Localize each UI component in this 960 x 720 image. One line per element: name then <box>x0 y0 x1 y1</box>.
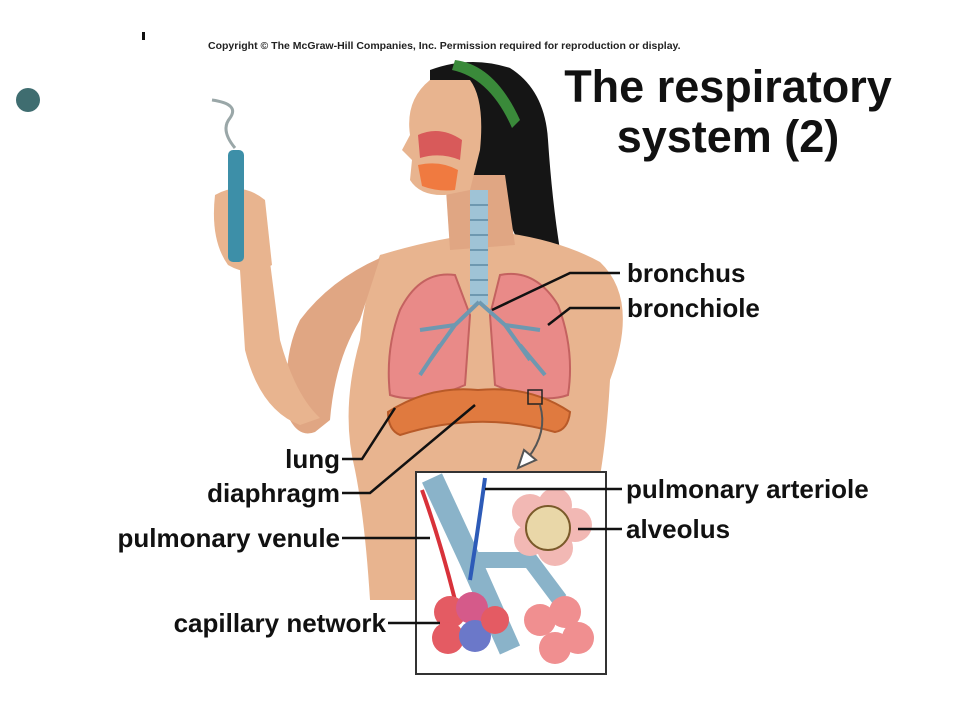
inhaler-tube <box>228 150 244 262</box>
nasal-cavity <box>418 131 462 160</box>
small-mark <box>142 32 145 40</box>
trachea <box>470 190 488 305</box>
label-bronchus: bronchus <box>627 258 746 288</box>
label-pulmonary-venule: pulmonary venule <box>117 523 341 553</box>
inset-arteriole <box>468 477 487 581</box>
label-pulmonary-arteriole: pulmonary arteriole <box>626 474 869 504</box>
callout-arrowhead <box>516 448 538 470</box>
label-capillary-network: capillary network <box>173 608 386 638</box>
label-diaphragm: diaphragm <box>207 478 340 508</box>
smoke <box>211 98 237 149</box>
title-line-2: system (2) <box>616 111 840 162</box>
alveolus-cluster-upper <box>512 488 592 566</box>
label-bronchiole: bronchiole <box>627 293 760 323</box>
inset-venule <box>420 489 457 601</box>
alveolus-cluster-lower <box>524 596 594 664</box>
slide-title: The respiratory system (2) <box>548 62 908 162</box>
forearm <box>240 262 320 425</box>
mouth-cavity <box>418 163 458 191</box>
label-alveolus: alveolus <box>626 514 731 544</box>
arm <box>286 258 380 434</box>
label-lung: lung <box>285 444 340 474</box>
bronchi-tree <box>418 300 547 377</box>
title-line-1: The respiratory <box>564 61 892 112</box>
leader-lines <box>342 271 622 625</box>
headband <box>452 60 520 128</box>
diaphragm <box>386 388 572 437</box>
bullet-point <box>16 88 40 112</box>
copyright-notice: Copyright © The McGraw-Hill Companies, I… <box>208 40 681 52</box>
callout-arrow <box>527 404 544 459</box>
callout-square <box>527 389 543 405</box>
capillary-network-cluster <box>432 592 509 654</box>
